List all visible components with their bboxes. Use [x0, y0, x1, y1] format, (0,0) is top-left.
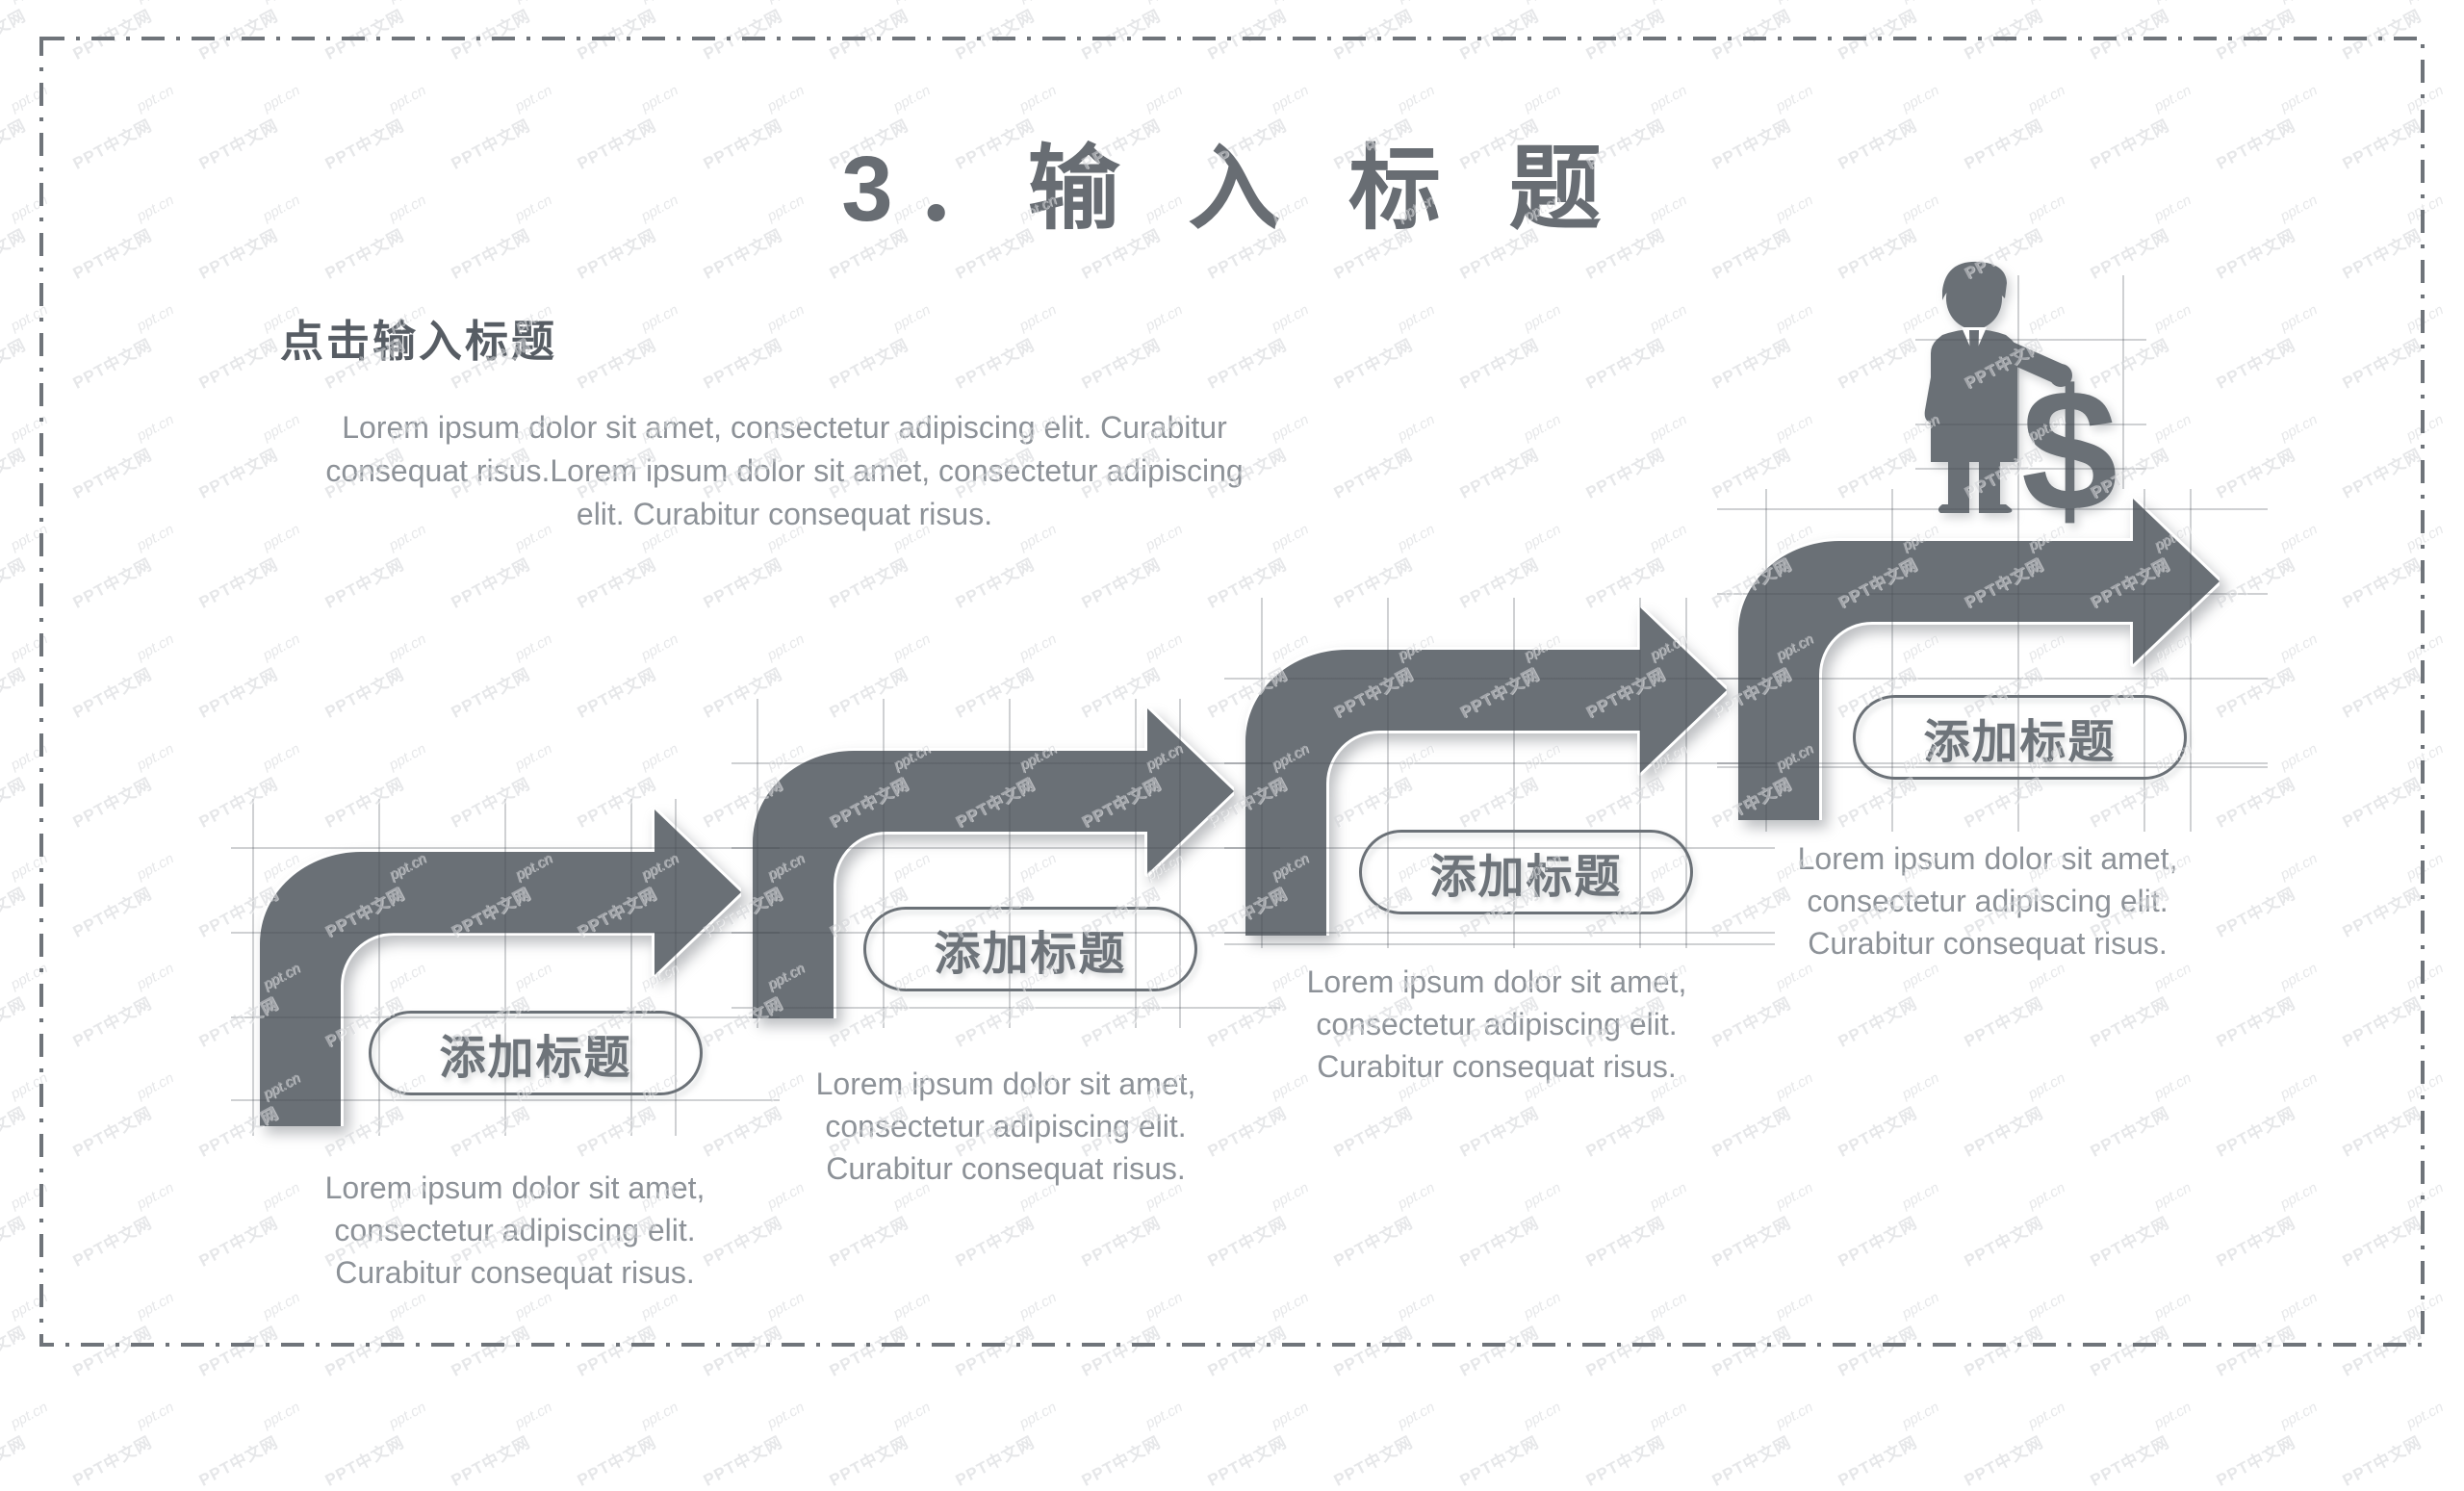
- intro-body-line: consequat risus.Lorem ipsum dolor sit am…: [325, 453, 1244, 488]
- step-text-3: Lorem ipsum dolor sit amet, consectetur …: [1189, 961, 1805, 1088]
- step-text-line: consectetur adipiscing elit.: [1316, 1007, 1678, 1041]
- step-label-3: 添加标题: [1359, 830, 1693, 914]
- step-text-line: Curabitur consequat risus.: [1317, 1049, 1677, 1084]
- intro-heading: 点击输入标题: [280, 317, 558, 366]
- step-text-line: consectetur adipiscing elit.: [1807, 884, 2169, 918]
- step-label-1: 添加标题: [369, 1011, 703, 1095]
- step-text-line: Curabitur consequat risus.: [335, 1255, 695, 1290]
- step-label-4: 添加标题: [1853, 695, 2187, 780]
- step-text-line: Lorem ipsum dolor sit amet,: [1306, 964, 1687, 999]
- step-text-line: Lorem ipsum dolor sit amet,: [1797, 841, 2178, 876]
- intro-body-line: elit. Curabitur consequat risus.: [576, 497, 993, 531]
- step-text-line: consectetur adipiscing elit.: [825, 1109, 1187, 1144]
- step-text-line: Curabitur consequat risus.: [1808, 926, 2168, 961]
- step-text-line: Curabitur consequat risus.: [826, 1151, 1186, 1186]
- page-title: 3．输 入 标 题: [841, 138, 1623, 241]
- intro-body: Lorem ipsum dolor sit amet, consectetur …: [260, 406, 1309, 536]
- businessman-icon: $: [1924, 261, 2118, 526]
- intro-body-line: Lorem ipsum dolor sit amet, consectetur …: [342, 410, 1227, 445]
- step-text-line: consectetur adipiscing elit.: [334, 1213, 696, 1247]
- step-label-2: 添加标题: [863, 907, 1197, 991]
- step-text-4: Lorem ipsum dolor sit amet, consectetur …: [1680, 837, 2296, 964]
